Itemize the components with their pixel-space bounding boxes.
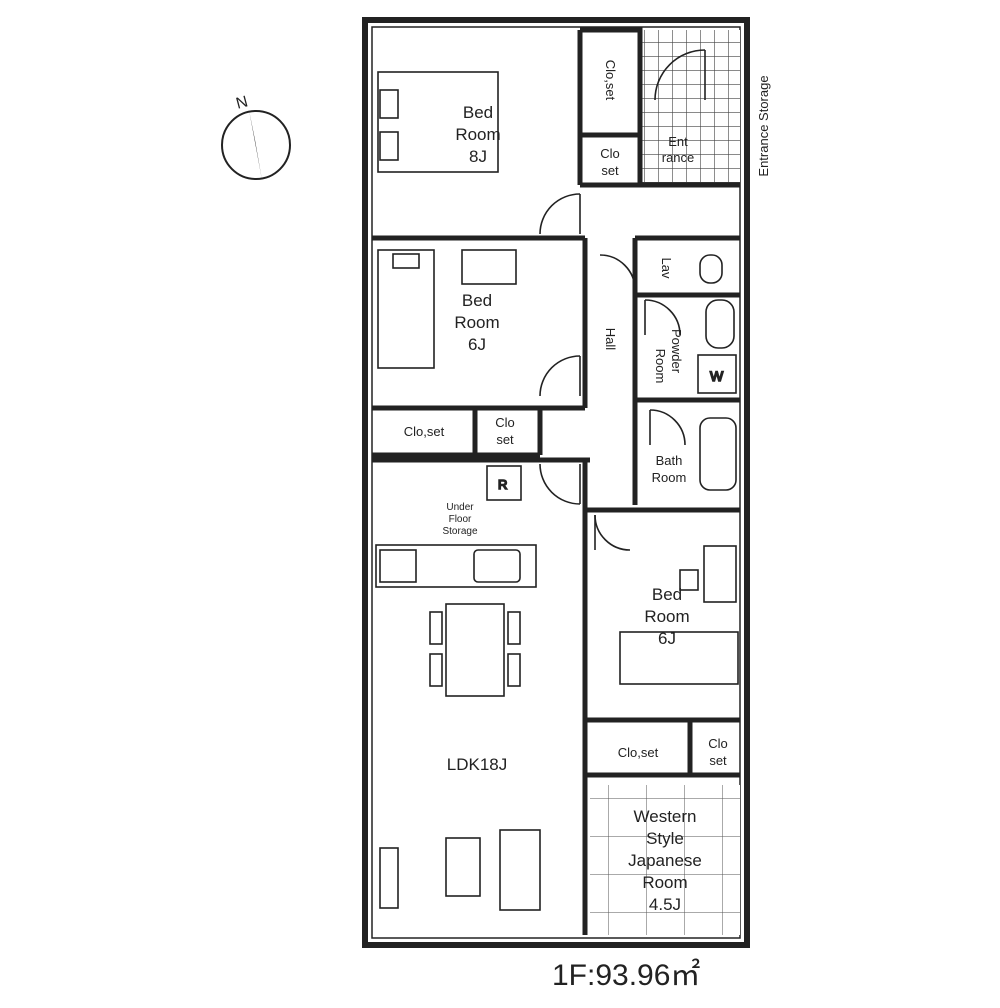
closet-bottom-label: Clo,set [618, 745, 659, 760]
closet-top-label: Clo,set [603, 60, 618, 101]
bath-room-label-1: Bath [656, 453, 683, 468]
hall-label: Hall [603, 328, 618, 351]
japanese-room-label-2: Style [646, 829, 684, 848]
bedroom-8j-label-3: 8J [469, 147, 487, 166]
bedroom-6j-top-label-2: Room [454, 313, 499, 332]
sofa [499, 829, 541, 911]
bathtub [699, 417, 737, 491]
coffee-table [445, 837, 481, 897]
compass-north-label: N [234, 93, 250, 112]
kitchen-sink [473, 549, 521, 583]
closet-bottom-label-2: set [709, 753, 727, 768]
closet-mid-label-2: set [496, 432, 514, 447]
toilet [699, 254, 723, 284]
doors [539, 49, 706, 551]
fixtures: W R [375, 71, 739, 911]
entrance-label-2: rance [662, 150, 695, 165]
bedroom-6j-bottom-label-2: Room [644, 607, 689, 626]
bedroom-6j-bottom-label-3: 6J [658, 629, 676, 648]
entrance-label-1: Ent [668, 134, 688, 149]
tv-stand [379, 847, 399, 909]
interior-walls [372, 27, 740, 935]
bedroom-6j-top-label-1: Bed [462, 291, 492, 310]
closet-top-label-1: Clo [600, 146, 620, 161]
room-labels: Bed Room 8J Bed Room 6J Bed Room 6J LDK1… [447, 103, 702, 914]
japanese-room-label-1: Western [634, 807, 697, 826]
entrance-tile-floor [640, 30, 740, 185]
closet-mid-label: Clo,set [404, 424, 445, 439]
japanese-room-tatami [590, 785, 740, 935]
dining-table [445, 603, 505, 697]
bed-6j-top [377, 249, 435, 369]
powder-room-label-2: Room [653, 349, 668, 384]
floor-area-label: 1F:93.96㎡ [552, 959, 700, 992]
closet-bottom-label-1: Clo [708, 736, 728, 751]
bedroom-6j-top-label-3: 6J [468, 335, 486, 354]
bedroom-8j-label-1: Bed [463, 103, 493, 122]
bath-room-label-2: Room [652, 470, 687, 485]
small-labels: Clo,set Clo set Ent rance Entrance Stora… [404, 60, 771, 768]
desk-8j [461, 249, 517, 285]
sink [705, 299, 735, 349]
bedroom-6j-bottom-label-1: Bed [652, 585, 682, 604]
japanese-room-label-3: Japanese [628, 851, 702, 870]
under-floor-storage-label-3: Storage [442, 526, 477, 537]
compass-needle-icon [249, 110, 262, 180]
kitchen-counter [375, 544, 537, 588]
fridge-box [486, 465, 522, 501]
closet-top-label-2: set [601, 163, 619, 178]
japanese-room-label-5: 4.5J [649, 895, 681, 914]
under-floor-storage-label-1: Under [446, 502, 474, 513]
closet-mid-label-1: Clo [495, 415, 515, 430]
outer-walls [362, 17, 750, 948]
washer-box [697, 354, 737, 394]
under-floor-storage-label-2: Floor [449, 514, 472, 525]
japanese-room-label-4: Room [642, 873, 687, 892]
compass: N [221, 93, 291, 180]
ldk-label: LDK18J [447, 755, 507, 774]
entrance-storage-label: Entrance Storage [756, 75, 771, 176]
desk-6j-bottom [703, 545, 737, 603]
bed-8j [377, 71, 499, 173]
fridge-label: R [498, 477, 507, 492]
stove [379, 549, 417, 583]
lav-label: Lav [659, 258, 674, 279]
bed-6j-bottom [619, 631, 739, 685]
bedroom-8j-label-2: Room [455, 125, 500, 144]
washer-label: W [710, 368, 724, 384]
under-floor-storage-labels: Under Floor Storage [442, 502, 477, 537]
powder-room-label-1: Powder [669, 329, 684, 374]
compass-circle [221, 110, 291, 180]
